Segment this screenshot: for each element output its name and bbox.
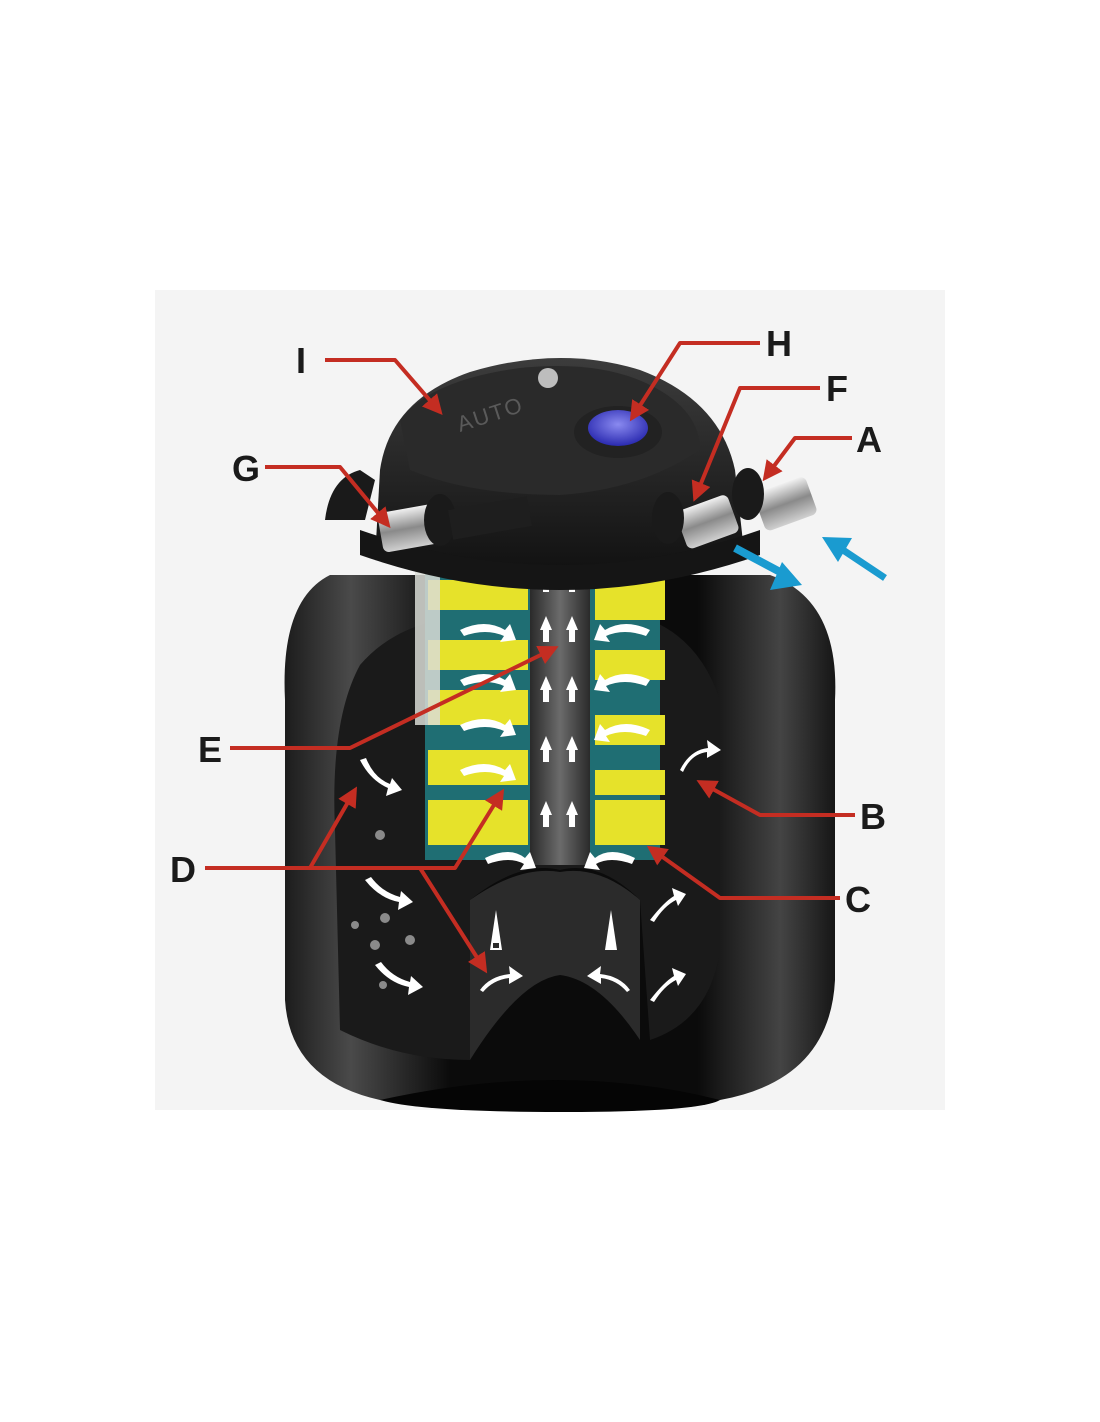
lid-clamp-ring [360,530,760,590]
leader-i [325,358,443,416]
leader-e [230,646,559,750]
central-uv-tube [530,545,590,865]
leader-b [696,780,855,817]
tank-bottom [380,1080,720,1112]
lid-button [538,368,558,388]
cutaway-interior-lower [470,870,640,1060]
leader-c [646,845,840,900]
callout-label-i: I [296,340,306,381]
callout-label-d: D [170,849,196,890]
leader-g [265,465,391,529]
sponge-flow-arrows [360,624,721,1002]
leader-h [629,341,760,422]
lid-top-plate [400,366,700,495]
callout-label-e: E [198,729,222,770]
inlet-connector-a [732,468,817,531]
callout-label-b: B [860,796,886,837]
uv-control-knob-cap [588,410,648,446]
leader-a [762,436,852,482]
outlet-connector-g [377,494,532,552]
right-sponge-stack [590,560,665,860]
callout-label-c: C [845,879,871,920]
leader-f [691,386,820,502]
callout-label-h: H [766,323,792,364]
outlet-connector-f [652,492,739,549]
callout-label-f: F [826,368,848,409]
water-flow-arrows [733,537,887,590]
callout-label-g: G [232,448,260,489]
callout-leaders [205,341,855,974]
callout-label-a: A [856,419,882,460]
leader-d2 [310,788,505,870]
leader-d3 [418,866,488,974]
wall-screws [351,830,415,989]
side-handle [325,470,375,520]
